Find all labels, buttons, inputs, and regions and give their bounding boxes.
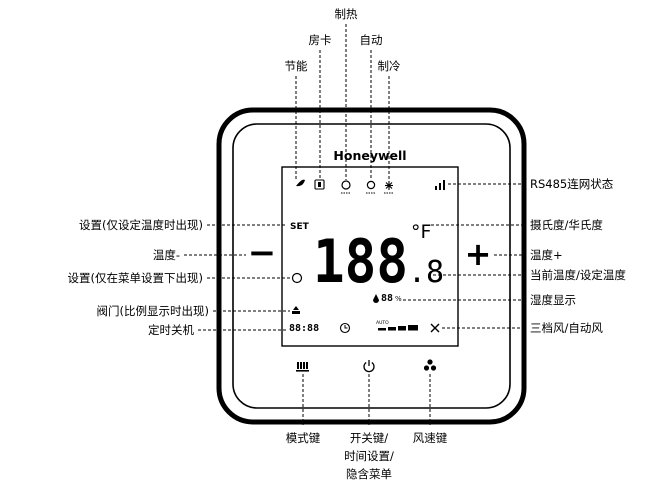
label-current-set-temp: 当前温度/设定温度 [530,268,626,282]
power-icon [363,360,375,373]
label-fahrenheit-celsius: 摄氏度/华氏度 [530,218,603,232]
temp-down-key[interactable]: − [248,233,277,273]
fan-display-icon [430,323,440,333]
fan-auto-text: AUTO [376,320,389,326]
signal-bars-icon [435,180,445,190]
fan-level-bars [378,325,418,331]
label-temp-up: 温度+ [530,248,563,262]
label-timer-off: 定时关机 [148,323,194,337]
room-card-icon [314,179,325,190]
valve-icon [292,306,300,314]
label-heating: 制热 [335,7,358,21]
cooling-icon [384,181,394,194]
label-auto: 自动 [360,33,383,47]
temperature-unit: °F [411,221,431,243]
label-temp-down: 温度- [153,248,180,262]
label-humidity: 湿度显示 [530,293,576,307]
mode-key[interactable] [296,362,309,372]
fan-key-icon [423,359,437,371]
lcd-screen [281,166,459,347]
menu-setting-icon [291,272,303,284]
mode-key-icon [296,362,309,372]
heating-icon [341,180,351,194]
label-power-key-line2: 时间设置/ [344,449,394,463]
label-room-card: 房卡 [309,33,332,47]
main-temperature-digits: 188 [313,227,408,297]
label-setting-temp: 设置(仅设定温度时出现) [79,218,203,232]
humidity-unit: % [395,295,402,303]
clock-icon [339,322,351,334]
humidity-value: 88 [381,293,393,304]
temp-up-key[interactable]: + [465,235,492,273]
label-rs485: RS485连网状态 [530,177,614,191]
timer-digits: 88:88 [289,323,319,334]
label-setting-menu: 设置(仅在菜单设置下出现) [68,271,203,285]
label-power-key-line3: 隐含菜单 [346,467,392,481]
label-fan-key: 风速键 [413,431,448,445]
energy-saving-icon [296,179,305,187]
label-fan: 三档风/自动风 [530,321,603,335]
fan-speed-key[interactable] [423,359,437,371]
power-key[interactable] [363,360,375,373]
label-cooling: 制冷 [378,59,401,73]
label-mode-key: 模式键 [286,431,321,445]
decimal-digit: .8 [408,255,444,290]
humidity-drop-icon [373,294,379,303]
label-power-key-line1: 开关键/ [350,431,388,445]
set-indicator: SET [290,222,310,232]
brand-logo: Honeywell [333,148,406,163]
device-inner-frame [232,123,511,409]
label-energy-saving: 节能 [285,59,308,73]
auto-icon [366,180,376,194]
label-valve: 阀门(比例显示时出现) [97,304,209,318]
